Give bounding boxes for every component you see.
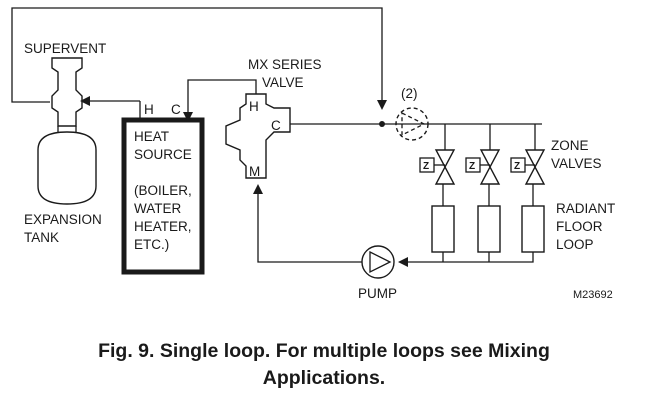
- zone-valve-1-z: Z: [423, 161, 429, 172]
- radiant-label-line2: FLOOR: [556, 219, 603, 234]
- cold-port-label: C: [171, 102, 181, 117]
- heat-source-line2: SOURCE: [134, 147, 192, 162]
- mx-series-label-line2: VALVE: [262, 75, 304, 90]
- heat-source-line5: HEATER,: [134, 219, 192, 234]
- radiant-loop-3: [521, 205, 545, 253]
- arrowhead-top-down: [377, 100, 387, 110]
- radiant-label-line3: LOOP: [556, 237, 594, 252]
- radiant-loop-2: [477, 205, 501, 253]
- mx-series-label-line1: MX SERIES: [248, 57, 322, 72]
- mx-valve-body: [225, 93, 291, 179]
- arrowhead-return-left: [398, 257, 408, 267]
- zone-valves-label-line1: ZONE: [551, 138, 589, 153]
- zone-valve-3: [510, 149, 546, 185]
- caption-line1: Fig. 9. Single loop. For multiple loops …: [98, 340, 550, 362]
- figure-id-label: M23692: [573, 289, 613, 301]
- zone-valves-label-line2: VALVES: [551, 156, 602, 171]
- expansion-tank-label-line2: TANK: [24, 230, 59, 245]
- radiant-loop-1: [431, 205, 455, 253]
- pump-label: PUMP: [358, 286, 397, 301]
- valve-h-label: H: [249, 99, 259, 114]
- supervent-body: [51, 57, 83, 127]
- return-to-valve-pipe: [257, 190, 362, 263]
- heat-source-box: [121, 117, 205, 275]
- heat-source-line1: HEAT: [134, 129, 169, 144]
- top-return-pipe: [11, 7, 383, 103]
- hot-port-label: H: [144, 102, 154, 117]
- arrowhead-to-heat-source: [183, 112, 193, 122]
- heat-source-line3: (BOILER,: [134, 183, 192, 198]
- zone-valve-1: [419, 149, 456, 185]
- figure-caption: Fig. 9. Single loop. For multiple loops …: [0, 338, 648, 392]
- supervent-label: SUPERVENT: [24, 41, 106, 56]
- heat-source-line6: ETC.): [134, 237, 169, 252]
- supply-to-valve-pipe: [187, 79, 257, 118]
- zone-valve-2-z: Z: [469, 161, 475, 172]
- zone-valve-3-z: Z: [514, 161, 520, 172]
- expansion-tank: [37, 131, 97, 205]
- radiant-label-line1: RADIANT: [556, 201, 615, 216]
- caption-line2: Applications.: [262, 367, 386, 389]
- heat-source-line4: WATER: [134, 201, 181, 216]
- arrowhead-return-up: [253, 184, 263, 194]
- supply-junction-dot: [379, 121, 385, 127]
- return-header: [400, 252, 534, 263]
- circulator-dashed: [395, 107, 429, 141]
- arrowhead-to-supervent: [80, 96, 90, 106]
- circulator-number-label: (2): [401, 86, 418, 101]
- zone-valve-2: [465, 149, 501, 185]
- valve-c-label: C: [271, 118, 281, 133]
- valve-m-label: M: [249, 164, 260, 179]
- expansion-tank-label-line1: EXPANSION: [24, 212, 102, 227]
